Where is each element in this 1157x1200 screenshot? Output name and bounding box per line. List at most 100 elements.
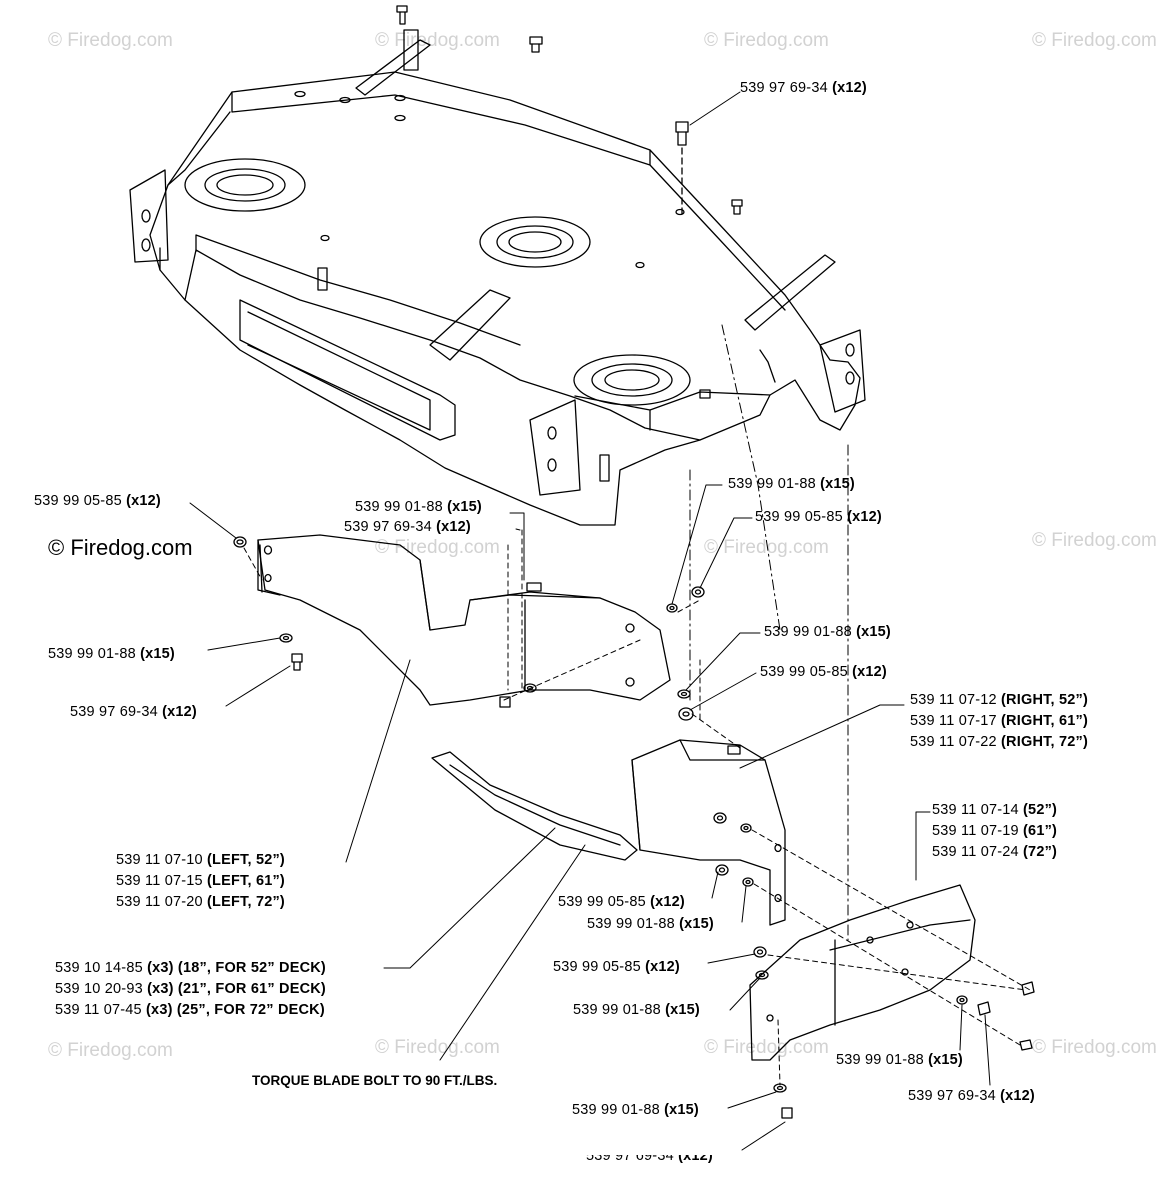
assembly-lines bbox=[243, 529, 1031, 1086]
quantity: (x12) bbox=[678, 1148, 713, 1164]
spec: (x3) (25”, FOR 72” DECK) bbox=[146, 1002, 325, 1018]
right-baffle-row: 539 11 07-12 (RIGHT, 52”) bbox=[910, 690, 1088, 711]
part-number: 539 99 01-88 bbox=[587, 916, 675, 932]
watermark: © Firedog.com bbox=[375, 537, 500, 558]
part-number: 539 97 69-34 bbox=[908, 1088, 996, 1104]
watermark: © Firedog.com bbox=[1032, 530, 1157, 551]
mower-deck-housing bbox=[129, 5, 866, 941]
quantity: (x15) bbox=[665, 1002, 700, 1018]
end-plate-row: 539 11 07-14 (52”) bbox=[932, 800, 1057, 821]
part-number: 539 99 01-88 bbox=[355, 499, 443, 515]
quantity: (x12) bbox=[650, 894, 685, 910]
part-number: 539 99 01-88 bbox=[48, 646, 136, 662]
callout-lower-washer: 539 99 01-88 (x15) bbox=[587, 914, 714, 935]
callout-lower-nut: 539 99 05-85 (x12) bbox=[558, 892, 685, 913]
quantity: (x15) bbox=[820, 476, 855, 492]
spec: (RIGHT, 72”) bbox=[1001, 734, 1089, 750]
part-number: 539 99 01-88 bbox=[836, 1052, 924, 1068]
watermark: © Firedog.com bbox=[48, 30, 173, 51]
quantity: (x15) bbox=[140, 646, 175, 662]
spec: (LEFT, 61”) bbox=[207, 873, 285, 889]
part-number: 539 11 07-17 bbox=[910, 713, 997, 729]
spec: (x3) (18”, FOR 52” DECK) bbox=[147, 960, 326, 976]
callout-mid-washer: 539 99 01-88 (x15) bbox=[355, 497, 482, 518]
left-baffle bbox=[257, 534, 671, 706]
callout-left-nut: 539 99 05-85 (x12) bbox=[34, 491, 161, 512]
part-number: 539 99 01-88 bbox=[764, 624, 852, 640]
watermark: © Firedog.com bbox=[704, 537, 829, 558]
callout-blades: 539 10 14-85 (x3) (18”, FOR 52” DECK) 53… bbox=[55, 958, 326, 1021]
part-number: 539 11 07-10 bbox=[116, 852, 203, 868]
part-number: 539 10 20-93 bbox=[55, 981, 143, 997]
hardware bbox=[233, 536, 1035, 1119]
end-plate-row: 539 11 07-24 (72”) bbox=[932, 842, 1057, 863]
left-baffle-row: 539 11 07-15 (LEFT, 61”) bbox=[116, 871, 285, 892]
part-number: 539 97 69-34 bbox=[70, 704, 158, 720]
callout-right-washer-2: 539 99 01-88 (x15) bbox=[764, 622, 891, 643]
part-number: 539 99 05-85 bbox=[558, 894, 646, 910]
watermark: © Firedog.com bbox=[375, 30, 500, 51]
callout-top-bolt: 539 97 69-34 (x12) bbox=[740, 78, 867, 99]
spec: (RIGHT, 52”) bbox=[1001, 692, 1089, 708]
spec: (61”) bbox=[1023, 823, 1058, 839]
end-plate-row: 539 11 07-19 (61”) bbox=[932, 821, 1057, 842]
right-baffle-row: 539 11 07-22 (RIGHT, 72”) bbox=[910, 732, 1088, 753]
callout-right-nut-1: 539 99 05-85 (x12) bbox=[755, 507, 882, 528]
watermark: © Firedog.com bbox=[704, 1037, 829, 1058]
watermark: © Firedog.com bbox=[1032, 1037, 1157, 1058]
watermark: © Firedog.com bbox=[1032, 30, 1157, 51]
quantity: (x12) bbox=[847, 509, 882, 525]
part-number: 539 99 01-88 bbox=[573, 1002, 661, 1018]
blade-row: 539 10 14-85 (x3) (18”, FOR 52” DECK) bbox=[55, 958, 326, 979]
part-number: 539 11 07-20 bbox=[116, 894, 203, 910]
quantity: (x12) bbox=[126, 493, 161, 509]
torque-note: TORQUE BLADE BOLT TO 90 FT./LBS. bbox=[252, 1073, 498, 1088]
part-number: 539 10 14-85 bbox=[55, 960, 143, 976]
part-number: 539 11 07-15 bbox=[116, 873, 203, 889]
callout-mid-bolt: 539 97 69-34 (x12) bbox=[344, 517, 471, 538]
quantity: (x12) bbox=[832, 80, 867, 96]
spec: (RIGHT, 61”) bbox=[1001, 713, 1089, 729]
watermark: © Firedog.com bbox=[48, 1040, 173, 1061]
mower-blade bbox=[431, 751, 638, 861]
quantity: (x12) bbox=[852, 664, 887, 680]
quantity: (x15) bbox=[679, 916, 714, 932]
spec: (LEFT, 52”) bbox=[207, 852, 285, 868]
part-number: 539 99 05-85 bbox=[34, 493, 122, 509]
callout-bottom-bolt: 539 97 69-34 (x12) bbox=[586, 1148, 713, 1167]
part-number: 539 11 07-19 bbox=[932, 823, 1019, 839]
callout-bottom-nut: 539 99 05-85 (x12) bbox=[553, 957, 680, 978]
spec: (52”) bbox=[1023, 802, 1058, 818]
quantity: (x12) bbox=[162, 704, 197, 720]
blade-row: 539 11 07-45 (x3) (25”, FOR 72” DECK) bbox=[55, 1000, 326, 1021]
part-number: 539 99 01-88 bbox=[728, 476, 816, 492]
right-baffle-row: 539 11 07-17 (RIGHT, 61”) bbox=[910, 711, 1088, 732]
callout-bottom-washer-2: 539 99 01-88 (x15) bbox=[572, 1100, 699, 1121]
quantity: (x12) bbox=[436, 519, 471, 535]
quantity: (x15) bbox=[928, 1052, 963, 1068]
left-baffle-row: 539 11 07-10 (LEFT, 52”) bbox=[116, 850, 285, 871]
part-number: 539 97 69-34 bbox=[740, 80, 828, 96]
spec: (x3) (21”, FOR 61” DECK) bbox=[147, 981, 326, 997]
callout-bottom-washer: 539 99 01-88 (x15) bbox=[573, 1000, 700, 1021]
callout-right-washer-1: 539 99 01-88 (x15) bbox=[728, 474, 855, 495]
part-number: 539 99 01-88 bbox=[572, 1102, 660, 1118]
main-watermark: © Firedog.com bbox=[48, 535, 193, 560]
callout-left-baffle: 539 11 07-10 (LEFT, 52”) 539 11 07-15 (L… bbox=[116, 850, 285, 913]
spec: (LEFT, 72”) bbox=[207, 894, 285, 910]
quantity: (x15) bbox=[447, 499, 482, 515]
part-number: 539 97 69-34 bbox=[344, 519, 432, 535]
leader-lines bbox=[189, 91, 991, 1151]
part-number: 539 99 05-85 bbox=[755, 509, 843, 525]
part-number: 539 99 05-85 bbox=[760, 664, 848, 680]
callout-left-bolt: 539 97 69-34 (x12) bbox=[70, 702, 197, 723]
right-baffle bbox=[631, 739, 786, 926]
end-plate bbox=[749, 884, 976, 1061]
part-number: 539 11 07-22 bbox=[910, 734, 997, 750]
part-number: 539 97 69-34 bbox=[586, 1148, 674, 1164]
quantity: (x15) bbox=[856, 624, 891, 640]
part-number: 539 99 05-85 bbox=[553, 959, 641, 975]
watermark: © Firedog.com bbox=[704, 30, 829, 51]
